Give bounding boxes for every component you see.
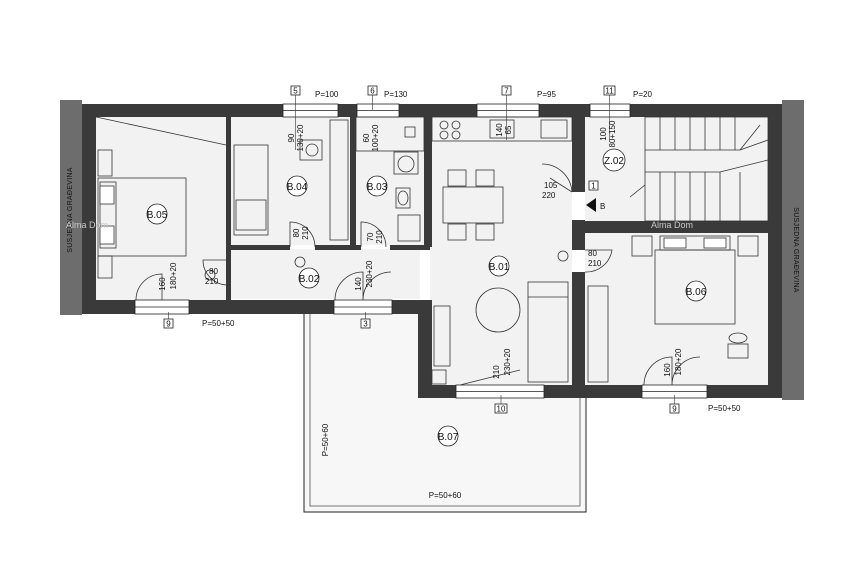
window-tag-3: 3 bbox=[363, 320, 368, 329]
parapet-terrace-side: P=50+60 bbox=[321, 423, 330, 456]
room-b03: B.03 bbox=[367, 182, 388, 193]
dim-w3-width: 140 bbox=[354, 277, 363, 291]
parapet-labels: P=100 P=130 P=95 P=20 P=50+50 P=50+50 P=… bbox=[202, 90, 741, 500]
door-swings bbox=[135, 163, 701, 386]
window-tag-11: 11 bbox=[605, 87, 614, 96]
dim-door-b05-width: 80 bbox=[209, 267, 218, 276]
dim-door-b06-width: 80 bbox=[588, 249, 597, 258]
dim-door-z02-height: 220 bbox=[542, 191, 556, 200]
tag-leaders bbox=[168, 95, 675, 404]
dim-w3-height: 230+20 bbox=[365, 260, 374, 287]
dim-w9a-height: 180+20 bbox=[169, 262, 178, 289]
dim-w6-height: 100+20 bbox=[371, 124, 380, 151]
room-labels: B.05 B.04 B.03 B.02 B.01 Z.02 B.06 B.07 bbox=[146, 148, 707, 447]
dim-w9a-width: 160 bbox=[158, 277, 167, 291]
dim-door-z02-width: 105 bbox=[544, 181, 558, 190]
window-tag-5: 5 bbox=[293, 87, 298, 96]
room-z02: Z.02 bbox=[604, 156, 624, 167]
dim-door-b03-height: 210 bbox=[375, 230, 384, 244]
parapet-w5: P=100 bbox=[315, 90, 339, 99]
room-b06: B.06 bbox=[686, 287, 707, 298]
neighbor-building-left bbox=[60, 100, 82, 315]
dim-door-b05-height: 210 bbox=[205, 277, 219, 286]
parapet-terrace-bottom: P=50+60 bbox=[429, 491, 462, 500]
windows bbox=[134, 103, 708, 399]
dim-door-b04-width: 80 bbox=[292, 228, 301, 237]
dimension-labels: 90 130+20 60 100+20 140 65 100 80+150 80… bbox=[158, 120, 683, 379]
section-marker: B bbox=[586, 198, 605, 212]
window-tag-10: 10 bbox=[497, 405, 506, 414]
dim-w11-height: 80+150 bbox=[608, 120, 617, 147]
parapet-w9a: P=50+50 bbox=[202, 319, 235, 328]
window-tag-6: 6 bbox=[370, 87, 375, 96]
dim-w5-height: 130+20 bbox=[296, 124, 305, 151]
parapet-w6: P=130 bbox=[384, 90, 408, 99]
window-tag-9a: 9 bbox=[166, 320, 171, 329]
neighbor-label-left: SUSJEDNA GRAĐEVINA bbox=[67, 167, 74, 253]
dim-w11-width: 100 bbox=[599, 127, 608, 141]
room-b05: B.05 bbox=[147, 210, 168, 221]
dim-w6-width: 60 bbox=[362, 133, 371, 142]
neighbor-label-right: SUSJEDNA GRAĐEVINA bbox=[792, 207, 799, 293]
dim-w9b-width: 160 bbox=[663, 363, 672, 377]
door-tag-1: 1 bbox=[591, 182, 596, 191]
parapet-w11: P=20 bbox=[633, 90, 652, 99]
parapet-w7: P=95 bbox=[537, 90, 556, 99]
staircase bbox=[629, 116, 769, 222]
dim-w5-width: 90 bbox=[287, 133, 296, 142]
parapet-w9b: P=50+50 bbox=[708, 404, 741, 413]
neighbor-building-right bbox=[782, 100, 804, 400]
section-letter: B bbox=[600, 202, 605, 211]
dim-w9b-height: 180+20 bbox=[674, 348, 683, 375]
dim-door-b04-height: 210 bbox=[301, 226, 310, 240]
room-b07: B.07 bbox=[438, 432, 459, 443]
watermark-2: Alma Dom bbox=[651, 220, 693, 230]
dim-w7-height: 65 bbox=[504, 125, 513, 134]
window-tag-9b: 9 bbox=[672, 405, 677, 414]
furniture bbox=[95, 116, 759, 385]
watermark-1: Alma Dom bbox=[66, 220, 108, 230]
window-tag-7: 7 bbox=[504, 87, 509, 96]
room-b02: B.02 bbox=[299, 274, 320, 285]
room-b04: B.04 bbox=[287, 182, 308, 193]
dim-w7-width: 140 bbox=[495, 123, 504, 137]
dim-w10-height: 230+20 bbox=[503, 348, 512, 375]
dim-w10-width: 210 bbox=[492, 365, 501, 379]
dim-door-b06-height: 210 bbox=[588, 259, 602, 268]
dim-door-b03-width: 70 bbox=[366, 232, 375, 241]
room-b01: B.01 bbox=[489, 262, 510, 273]
